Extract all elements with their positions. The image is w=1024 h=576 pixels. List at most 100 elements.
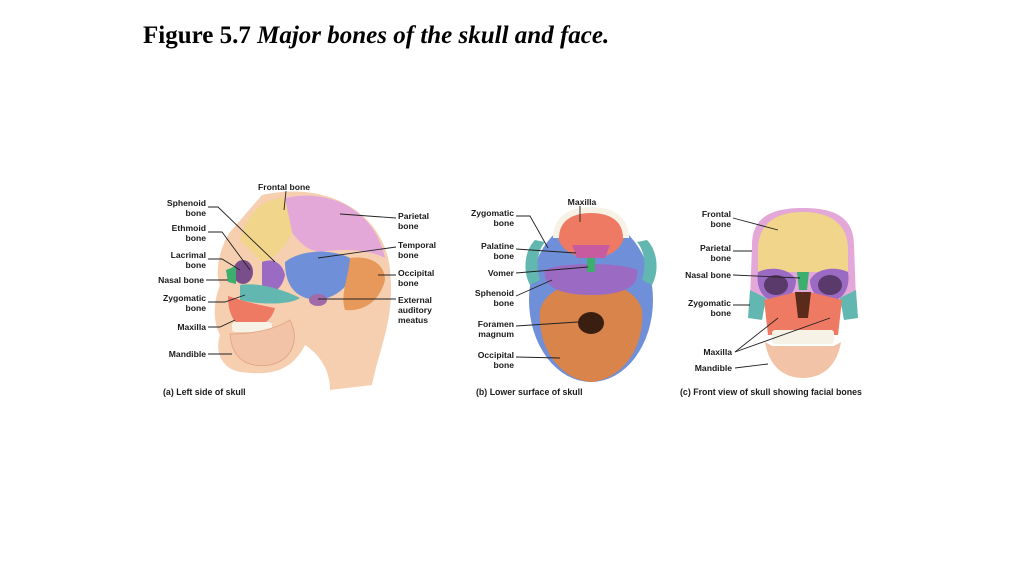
parietal-bone-a <box>285 195 385 258</box>
label-b-foramen-l1: Foramen <box>477 319 514 329</box>
caption-b-letter: (b) <box>476 387 488 397</box>
label-c-zygomatic-l1: Zygomatic <box>688 298 731 308</box>
label-a-zygomatic-l2: bone <box>185 303 206 313</box>
zygomatic-left-c <box>748 290 766 320</box>
label-a-parietal-l1: Parietal <box>398 211 430 221</box>
label-a-mandible: Mandible <box>168 349 206 359</box>
label-b-vomer: Vomer <box>487 268 514 278</box>
label-c-parietal-l1: Parietal <box>699 243 731 253</box>
label-a-ext-l1: External <box>398 295 432 305</box>
label-a-maxilla: Maxilla <box>177 322 206 332</box>
label-c-frontal-l1: Frontal <box>701 209 731 219</box>
caption-b: (b) Lower surface of skull <box>476 387 583 397</box>
teeth-a <box>232 322 272 332</box>
label-c-nasal: Nasal bone <box>685 270 731 280</box>
label-a-parietal-l2: bone <box>398 221 419 231</box>
zygomatic-arch-right-b <box>637 240 657 285</box>
panel-c-leader-lines <box>732 217 831 369</box>
sphenoid-bone-a <box>262 260 285 293</box>
label-b-occipital-l2: bone <box>493 360 514 370</box>
label-a-occipital-l2: bone <box>398 278 419 288</box>
figure-title: Figure 5.7 Major bones of the skull and … <box>143 22 609 50</box>
label-a-lacrimal-l1: Lacrimal <box>170 250 206 260</box>
label-c-maxilla: Maxilla <box>703 347 732 357</box>
label-c-parietal-l2: bone <box>710 253 731 263</box>
zygomatic-right-c <box>840 290 858 320</box>
label-b-palatine-l2: bone <box>493 251 514 261</box>
label-a-temporal-l2: bone <box>398 250 419 260</box>
label-a-ethmoid-l2: bone <box>185 233 206 243</box>
temporal-bone-a <box>285 251 353 300</box>
label-a-ext-l3: meatus <box>398 315 429 325</box>
sphenoid-bone-b <box>544 264 638 295</box>
ear-a <box>309 294 327 306</box>
label-b-palatine-l1: Palatine <box>481 241 514 251</box>
caption-a-letter: (a) <box>163 387 174 397</box>
frontal-bone-c <box>758 212 848 272</box>
label-c-frontal-l2: bone <box>710 219 731 229</box>
figure-number: Figure 5.7 <box>143 22 251 49</box>
label-a-ethmoid-l1: Ethmoid <box>171 223 206 233</box>
caption-c-text: Front view of skull showing facial bones <box>693 387 862 397</box>
label-a-lacrimal-l2: bone <box>185 260 206 270</box>
left-orbit-shadow-c <box>764 275 788 295</box>
label-b-zygomatic-l1: Zygomatic <box>471 208 514 218</box>
caption-a: (a) Left side of skull <box>163 387 246 397</box>
panel-b-leader-lines <box>515 206 589 359</box>
label-a-temporal-l1: Temporal <box>398 240 437 250</box>
frontal-bone-a <box>240 198 292 262</box>
caption-b-text: Lower surface of skull <box>489 387 583 397</box>
panel-a-leader-lines <box>206 190 397 355</box>
occipital-bone-a <box>343 257 385 311</box>
label-c-zygomatic-l2: bone <box>710 308 731 318</box>
label-b-foramen-l2: magnum <box>478 329 514 339</box>
label-a-ext-l2: auditory <box>398 305 432 315</box>
caption-a-text: Left side of skull <box>176 387 246 397</box>
label-a-zygomatic-l1: Zygomatic <box>163 293 206 303</box>
teeth-c <box>772 330 834 344</box>
nasal-cavity-c <box>795 292 811 318</box>
caption-c-letter: (c) <box>680 387 691 397</box>
zygomatic-bone-a <box>240 284 300 304</box>
label-b-sphenoid-l1: Sphenoid <box>474 288 514 298</box>
label-a-sphenoid-l1: Sphenoid <box>166 198 206 208</box>
teeth-arc-b <box>553 206 629 239</box>
label-a-occipital-l1: Occipital <box>398 268 435 278</box>
label-b-maxilla: Maxilla <box>567 197 597 207</box>
figure-caption-text: Major bones of the skull and face. <box>257 22 610 49</box>
mandible-a <box>229 319 295 367</box>
maxilla-a <box>228 296 275 328</box>
caption-c: (c) Front view of skull showing facial b… <box>680 387 862 397</box>
nasal-bone-a <box>226 266 236 284</box>
right-orbit-shadow-c <box>818 275 842 295</box>
nasal-bone-c <box>797 272 809 290</box>
label-a-frontal: Frontal bone <box>258 182 311 192</box>
label-a-sphenoid-l2: bone <box>185 208 206 218</box>
label-b-sphenoid-l2: bone <box>493 298 514 308</box>
orbit-a <box>233 260 253 284</box>
zygomatic-arch-left-b <box>525 240 545 285</box>
label-c-mandible: Mandible <box>694 363 732 373</box>
mandible-c <box>765 342 841 378</box>
vomer-b <box>587 258 595 272</box>
